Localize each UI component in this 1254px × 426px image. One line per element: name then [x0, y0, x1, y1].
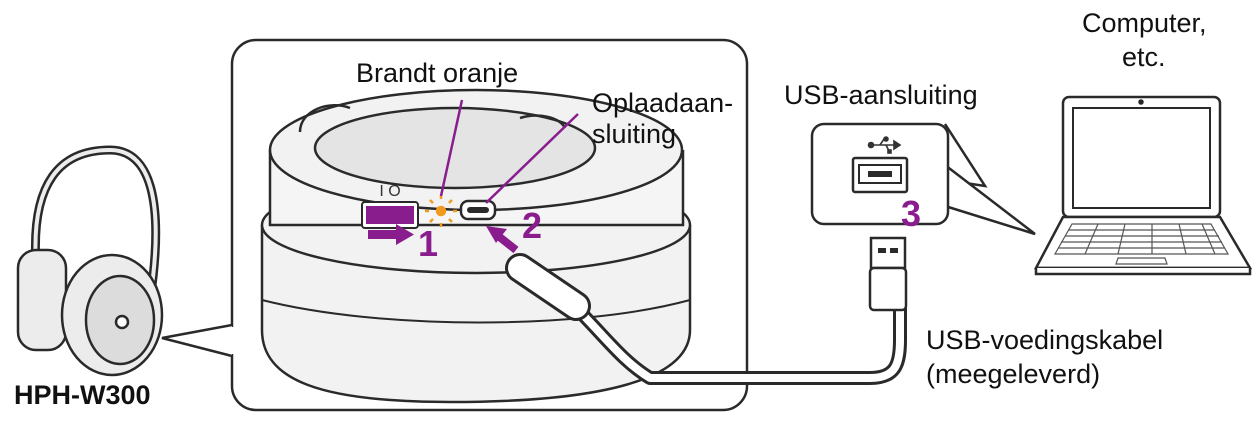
- led-glow-icon: [425, 195, 457, 227]
- charging-port-label-line2: sluiting: [592, 119, 677, 149]
- usb-a-plug: [868, 236, 908, 312]
- usb-symbol-icon: [867, 136, 902, 154]
- charging-port-label-line1: Oplaadaan-: [592, 88, 734, 118]
- port-pointer-line: [485, 113, 579, 204]
- usb-port-callout: [810, 122, 1036, 236]
- laptop-keyboard: [1053, 223, 1230, 265]
- step-1-arrow: [368, 224, 414, 245]
- laptop-icon: [1033, 95, 1253, 276]
- cable-label-line2: (meegeleverd): [926, 359, 1101, 389]
- usb-port-label: USB-aansluiting: [784, 80, 978, 110]
- cable-label-line1: USB-voedingskabel: [926, 325, 1164, 355]
- step-2-number: 2: [522, 205, 543, 246]
- power-switch: I O: [361, 183, 419, 229]
- usb-power-cable: [505, 253, 907, 385]
- computer-label-line1: Computer,: [1082, 8, 1207, 38]
- computer-label-line2: etc.: [1122, 42, 1166, 72]
- charging-port: [459, 199, 497, 221]
- step-3-number: 3: [901, 193, 922, 234]
- headphones-icon: [16, 145, 164, 377]
- step-2-arrow: [486, 226, 519, 254]
- led-pointer-line: [439, 99, 464, 197]
- step-1-number: 1: [418, 223, 439, 264]
- svg-text:I O: I O: [379, 183, 400, 200]
- led-status-label: Brandt oranje: [356, 58, 519, 88]
- model-name-label: HPH-W300: [14, 380, 151, 410]
